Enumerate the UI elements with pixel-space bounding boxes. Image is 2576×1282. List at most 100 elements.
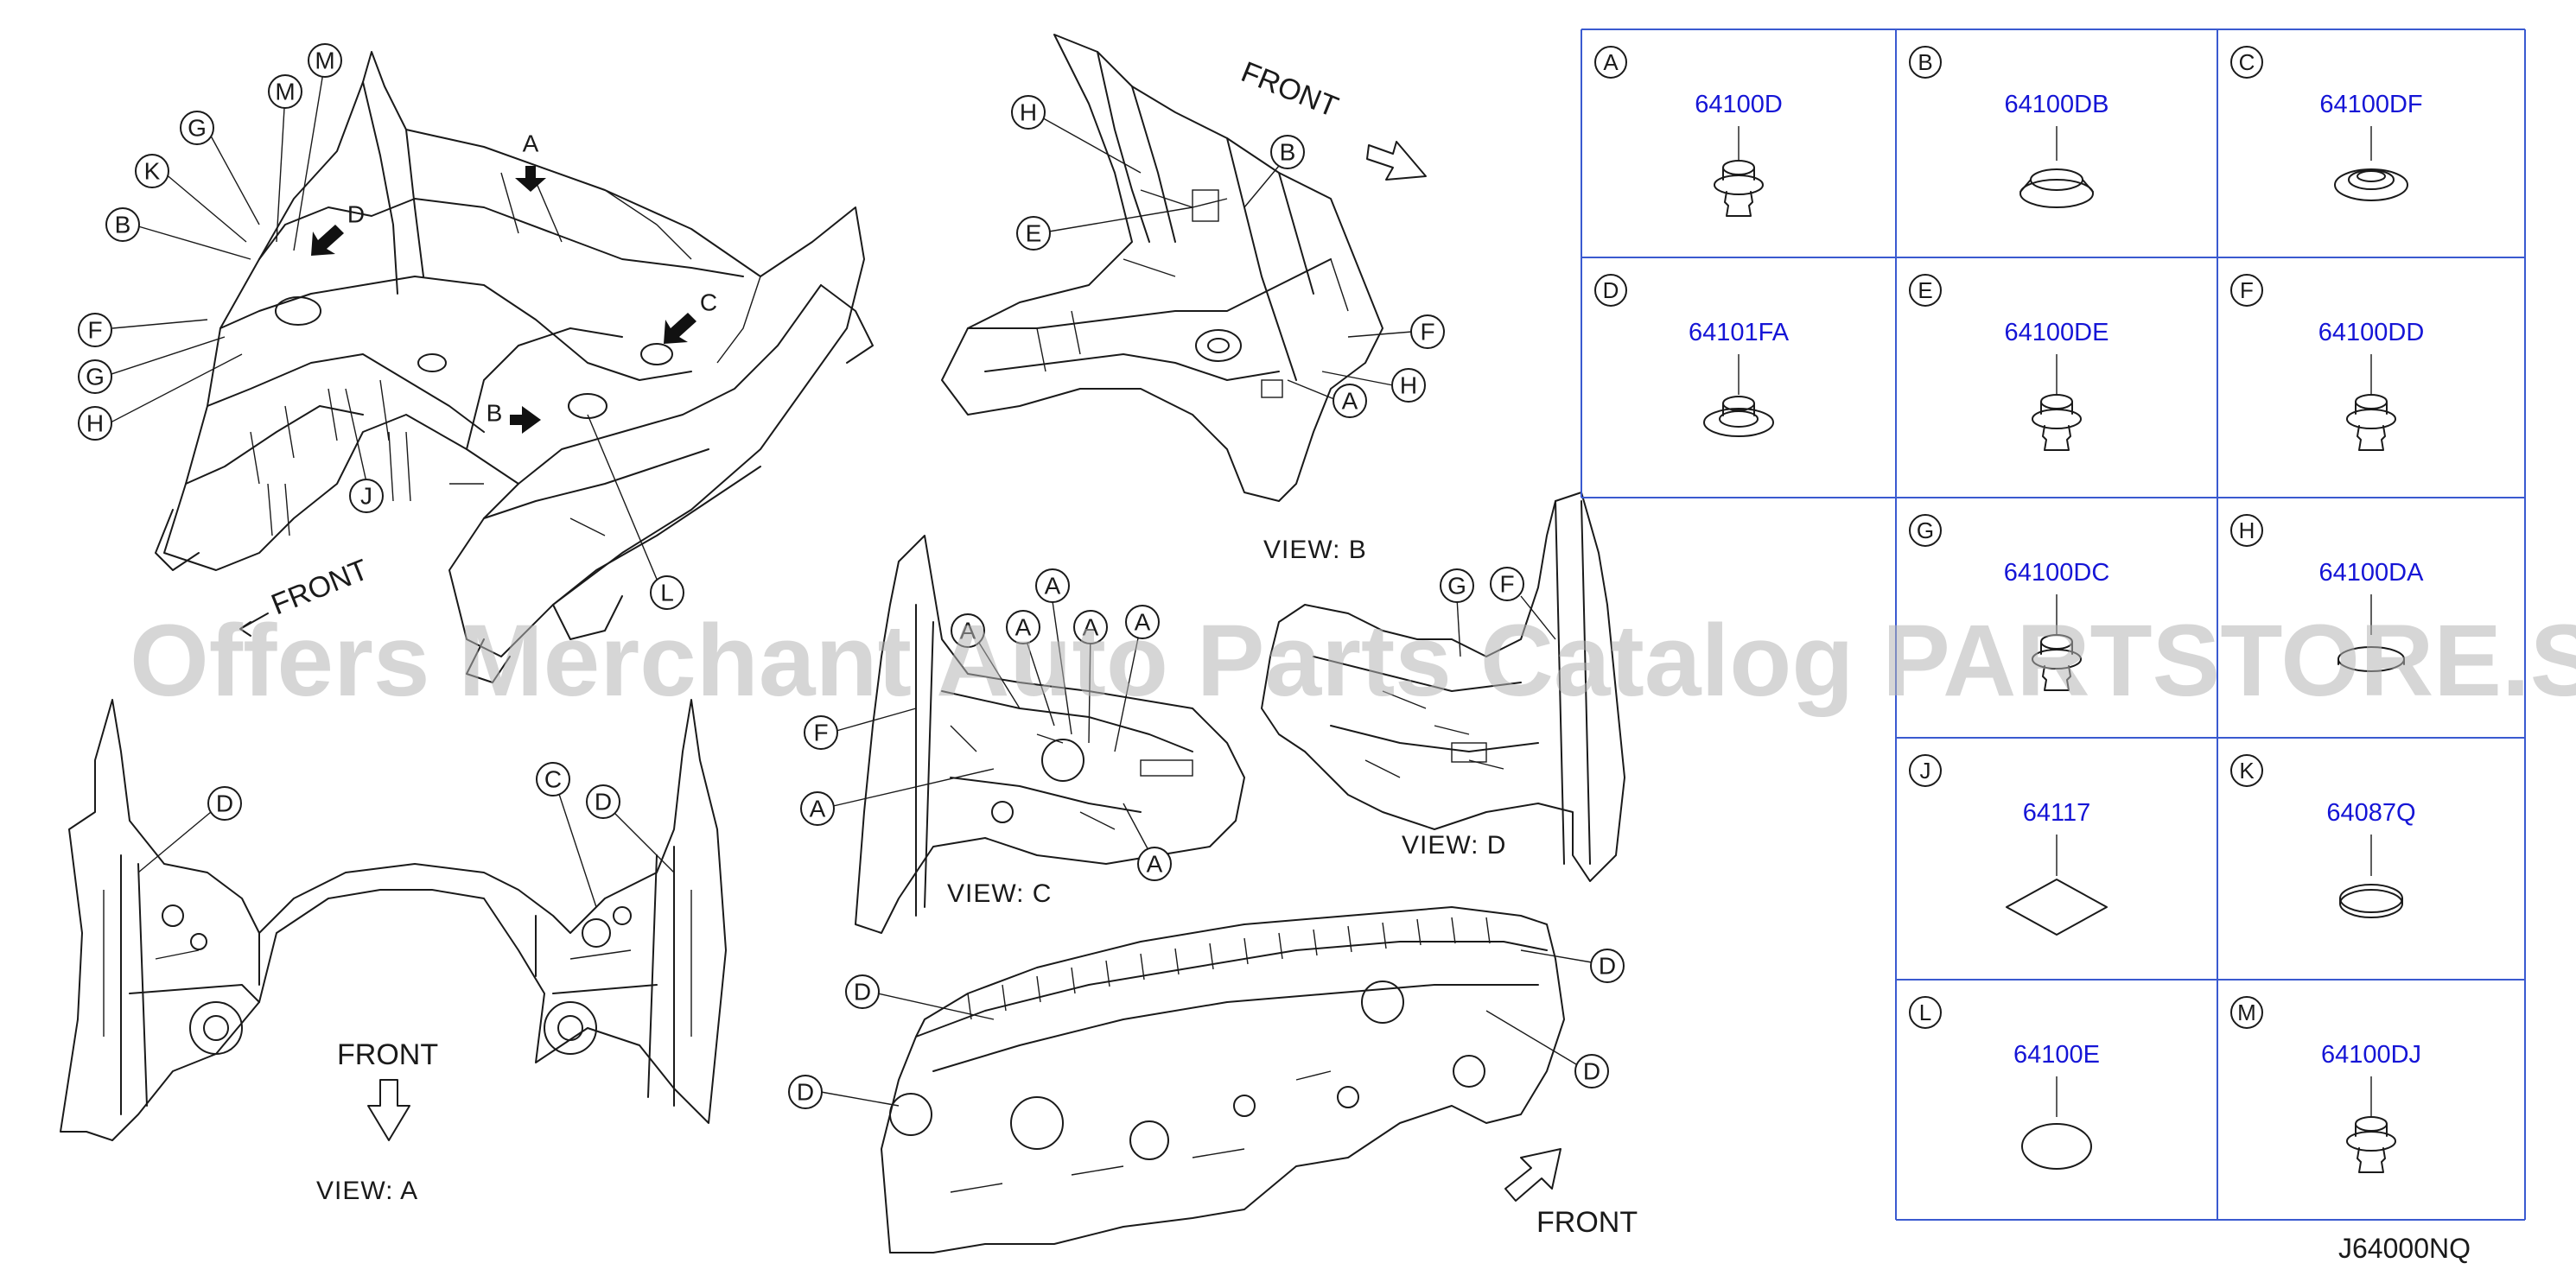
svg-text:B: B (115, 212, 131, 238)
part-number[interactable]: 64100D (1695, 91, 1783, 118)
push-clip-icon (2346, 1116, 2396, 1173)
part-letter-badge (1909, 274, 1942, 307)
callout-view-c-f: F (804, 715, 838, 750)
part-letter: J (1920, 758, 1931, 784)
part-letter-badge (1909, 514, 1942, 547)
part-letter-badge (2230, 754, 2263, 787)
svg-text:G: G (1447, 573, 1466, 600)
callout-view-c-a-7: A (1137, 847, 1172, 881)
part-letter-badge (1909, 996, 1942, 1029)
view-arrow-c-label: C (700, 289, 717, 316)
square-pad-icon (2006, 879, 2108, 936)
push-clip-icon (1714, 160, 1764, 217)
part-number[interactable]: 64100DC (2004, 559, 2110, 587)
callout-view-c-a-2: A (1035, 568, 1070, 603)
part-letter: E (1918, 277, 1932, 303)
svg-text:F: F (1420, 319, 1434, 346)
callout-dash-d-2: D (788, 1075, 823, 1109)
svg-text:A: A (960, 618, 976, 644)
callout-dash-d-4: D (1574, 1054, 1609, 1088)
callout-view-b-b: B (1270, 135, 1305, 169)
part-letter: K (2239, 758, 2255, 784)
callout-b: B (105, 207, 140, 242)
callout-view-a-c: C (536, 762, 570, 796)
round-grommet-icon (2019, 168, 2094, 208)
callout-dash-d-1: D (845, 974, 880, 1009)
svg-text:A: A (810, 796, 826, 822)
part-number[interactable]: 64100DF (2319, 91, 2422, 118)
push-clip-icon (2346, 394, 2396, 451)
part-letter-badge (2230, 996, 2263, 1029)
part-number[interactable]: 64100DD (2318, 319, 2425, 346)
part-number[interactable]: 64087Q (2326, 799, 2415, 827)
svg-text:L: L (660, 580, 674, 606)
part-letter: F (2240, 277, 2254, 303)
part-letter-badge (2230, 274, 2263, 307)
view-a-illustration (60, 699, 727, 1141)
callout-f: F (78, 313, 112, 347)
callout-view-c-a-3: A (1073, 610, 1108, 644)
part-letter: C (2239, 49, 2255, 75)
dash-front-label: FRONT (1536, 1206, 1638, 1239)
view-b-front-label: FRONT (1237, 55, 1343, 124)
svg-text:M: M (275, 79, 295, 105)
svg-text:C: C (544, 766, 562, 793)
view-c-callouts: A A A A A F A A (800, 568, 1172, 881)
part-number[interactable]: 64100DJ (2321, 1041, 2421, 1069)
view-arrow-b: B (487, 400, 541, 434)
part-number[interactable]: 64100E (2013, 1041, 2100, 1069)
part-number[interactable]: 64100DB (2005, 91, 2109, 118)
dash-callouts: D D D D (788, 949, 1625, 1109)
flanged-grommet-icon (1703, 396, 1774, 437)
part-letter: B (1918, 49, 1932, 75)
part-cell-b: B 64100DB (1909, 46, 2109, 208)
callout-j: J (349, 479, 384, 513)
push-clip-icon (2032, 634, 2082, 691)
part-number[interactable]: 64100DA (2319, 559, 2425, 587)
view-b-front-indicator: FRONT (1237, 55, 1427, 181)
svg-text:F: F (1499, 571, 1514, 598)
view-d-callouts: G F (1440, 567, 1556, 657)
view-arrow-b-label: B (487, 400, 503, 427)
callout-view-b-e: E (1016, 216, 1051, 251)
svg-text:D: D (1583, 1058, 1600, 1085)
dash-panel-illustration (881, 906, 1565, 1253)
part-number[interactable]: 64101FA (1689, 319, 1790, 346)
watermark: Offers Merchant Auto Parts Catalog PARTS… (130, 604, 2576, 718)
svg-text:K: K (144, 158, 161, 185)
flat-plug-icon (2337, 646, 2405, 672)
view-a-callouts: D C D (137, 762, 675, 908)
svg-text:F: F (87, 317, 102, 344)
callout-h: H (78, 406, 112, 441)
svg-text:G: G (86, 364, 105, 390)
svg-text:A: A (1147, 851, 1163, 878)
part-letter: H (2239, 517, 2255, 543)
callout-l: L (650, 575, 684, 610)
callout-view-c-a-5: A (1006, 610, 1040, 644)
view-arrow-d-label: D (347, 201, 365, 228)
view-d-illustration (1261, 492, 1625, 882)
svg-text:D: D (797, 1079, 814, 1106)
part-number[interactable]: 64100DE (2005, 319, 2109, 346)
callout-dash-d-3: D (1590, 949, 1625, 983)
callout-view-c-a-6: A (800, 791, 835, 826)
part-number[interactable]: 64117 (2023, 799, 2091, 827)
part-letter: M (2237, 1000, 2256, 1025)
view-arrow-c: C (664, 289, 717, 344)
callout-view-b-h-1: H (1011, 95, 1046, 130)
part-cell-c: C 64100DF (2230, 46, 2423, 201)
svg-text:A: A (1342, 388, 1358, 415)
part-cell-h: H 64100DA (2230, 514, 2425, 672)
ring-grommet-icon (2334, 168, 2408, 201)
part-letter-badge (1909, 754, 1942, 787)
svg-text:G: G (188, 115, 207, 142)
callout-view-a-d-2: D (586, 784, 620, 819)
callout-view-a-d-1: D (207, 786, 242, 821)
callout-m-1: M (268, 74, 302, 109)
part-cell-m: M 64100DJ (2230, 996, 2421, 1173)
part-letter: G (1917, 517, 1934, 543)
push-clip-icon (2032, 394, 2082, 451)
diagram-code: J64000NQ (2338, 1233, 2471, 1264)
part-letter-badge (2230, 514, 2263, 547)
